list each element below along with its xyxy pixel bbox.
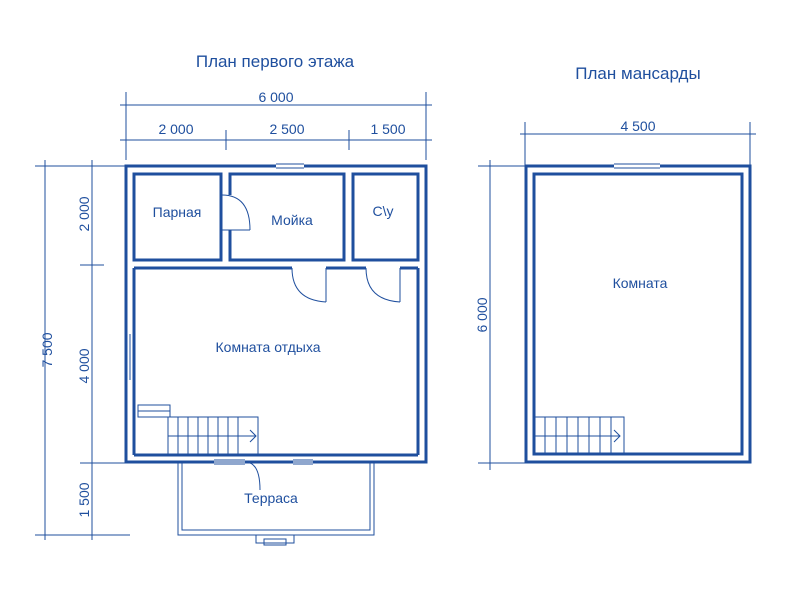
room-parnaya: Парная [153,204,202,220]
dim-seg1: 2 000 [158,121,193,137]
dim-seg3: 1 500 [370,121,405,137]
dim-total-depth: 7 500 [39,332,55,367]
first-floor-top-dimensions: 6 000 2 000 2 500 1 500 [120,89,432,160]
room-su: С\у [373,203,394,219]
terrace [177,461,375,546]
dim-seg2: 2 500 [269,121,304,137]
attic-staircase [533,416,625,455]
attic-dim-width: 4 500 [620,118,655,134]
first-floor-title: План первого этажа [196,52,355,71]
first-floor-doors [221,194,401,491]
room-terrasa: Терраса [244,490,298,506]
room-moyka: Мойка [271,212,313,228]
attic-dim-depth: 6 000 [474,297,490,332]
attic-dimensions: 4 500 6 000 [474,118,756,470]
dim-side3: 1 500 [76,482,92,517]
dim-side1: 2 000 [76,196,92,231]
first-floor-staircase [137,404,259,456]
attic-title: План мансарды [575,64,700,83]
dim-side2: 4 000 [76,348,92,383]
dim-total-width: 6 000 [258,89,293,105]
first-floor-left-dimensions: 7 500 2 000 4 000 1 500 [35,160,130,540]
room-komnata-otdyha: Комната отдыха [216,339,321,355]
attic-walls [524,163,752,464]
attic-room-komnata: Комната [613,275,668,291]
